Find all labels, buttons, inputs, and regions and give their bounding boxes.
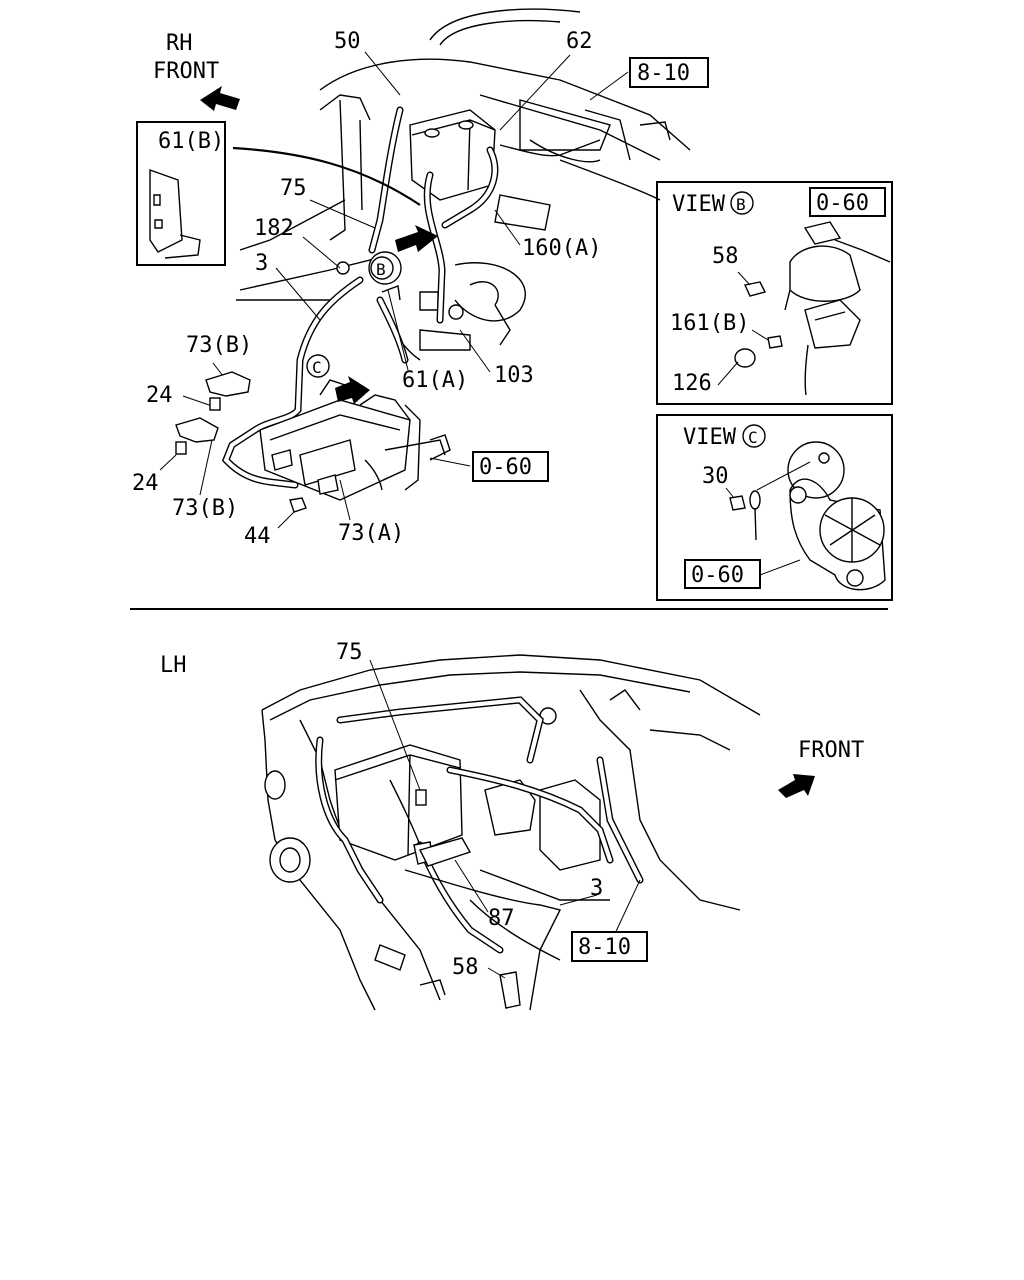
callout-61a: 61(A) — [402, 368, 468, 393]
view-c-callout-30: 30 — [702, 464, 729, 489]
lh-callout-58: 58 — [452, 955, 479, 980]
rh-front-label: FRONT — [153, 59, 219, 84]
view-c-mount-sketch — [729, 441, 886, 591]
callout-50: 50 — [334, 29, 361, 54]
ref-8-10-label: 8-10 — [637, 61, 690, 86]
view-b-marker-circle — [370, 256, 394, 280]
callout-73a: 73(A) — [338, 521, 404, 546]
rh-engine-bay-sketch — [236, 8, 691, 361]
lh-front-label: FRONT — [798, 738, 864, 763]
rh-front-arrow-icon — [200, 86, 240, 111]
callout-24-top: 24 — [146, 383, 173, 408]
lh-leader-lines — [369, 659, 641, 979]
callout-75: 75 — [280, 176, 307, 201]
view-b-starter-sketch — [734, 221, 891, 396]
lh-battery-cables — [315, 696, 644, 1011]
rh-section: RH FRONT — [132, 8, 709, 549]
view-c-title-marker-circle — [742, 424, 766, 448]
ref-0-60-label: 0-60 — [479, 455, 532, 480]
view-b-ref-box — [809, 187, 886, 217]
lh-callout-3: 3 — [590, 876, 603, 901]
ref-box-0-60 — [472, 451, 549, 482]
view-b-ref: 0-60 — [816, 191, 869, 216]
callout-182: 182 — [254, 216, 294, 241]
callout-103: 103 — [494, 363, 534, 388]
view-b-title: VIEW — [672, 192, 726, 217]
rh-leader-lines — [159, 51, 629, 529]
lh-engine-bay-sketch — [261, 654, 761, 1011]
view-b-title-marker-circle — [730, 191, 754, 215]
lh-callout-87: 87 — [488, 906, 515, 931]
rh-fasteners — [175, 371, 307, 513]
callout-61b: 61(B) — [158, 129, 224, 154]
view-b-marker: B — [376, 260, 386, 279]
callout-44: 44 — [244, 524, 271, 549]
view-b-callout-161b: 161(B) — [670, 311, 749, 336]
ref-box-8-10 — [629, 57, 709, 88]
view-c-direction-arrow-icon — [335, 376, 370, 404]
callout-3: 3 — [255, 251, 268, 276]
callout-73b-top: 73(B) — [186, 333, 252, 358]
callout-73b-bottom: 73(B) — [172, 496, 238, 521]
view-c-title-marker: C — [748, 428, 758, 447]
lh-fasteners — [413, 789, 521, 1009]
rh-label: RH — [166, 31, 193, 56]
callout-160a: 160(A) — [522, 236, 601, 261]
callout-62: 62 — [566, 29, 593, 54]
lh-ref-box-8-10 — [571, 931, 648, 962]
detail-61b-box — [136, 121, 421, 266]
lh-front-arrow-icon — [778, 774, 815, 798]
view-c-ref-box — [684, 559, 761, 589]
callout-24-bottom: 24 — [132, 471, 159, 496]
rh-battery-cables — [221, 106, 601, 489]
view-b-panel: VIEW B 0-60 58 161(B) 126 — [656, 181, 893, 405]
view-c-marker-circle — [306, 354, 330, 378]
view-c-marker: C — [312, 358, 322, 377]
view-b-callout-126: 126 — [672, 371, 712, 396]
lh-ref-8-10-label: 8-10 — [578, 935, 631, 960]
view-b-callout-58: 58 — [712, 244, 739, 269]
rh-bracket-assembly — [259, 379, 451, 501]
view-c-title: VIEW — [683, 425, 737, 450]
lh-callout-75: 75 — [336, 640, 363, 665]
view-b-direction-arrow-icon — [395, 225, 438, 252]
lh-section: LH FRONT — [160, 640, 864, 1011]
view-b-title-marker: B — [736, 195, 746, 214]
view-c-ref: 0-60 — [691, 563, 744, 588]
lh-label: LH — [160, 653, 187, 678]
view-c-panel: VIEW C 30 0-60 — [656, 414, 893, 601]
